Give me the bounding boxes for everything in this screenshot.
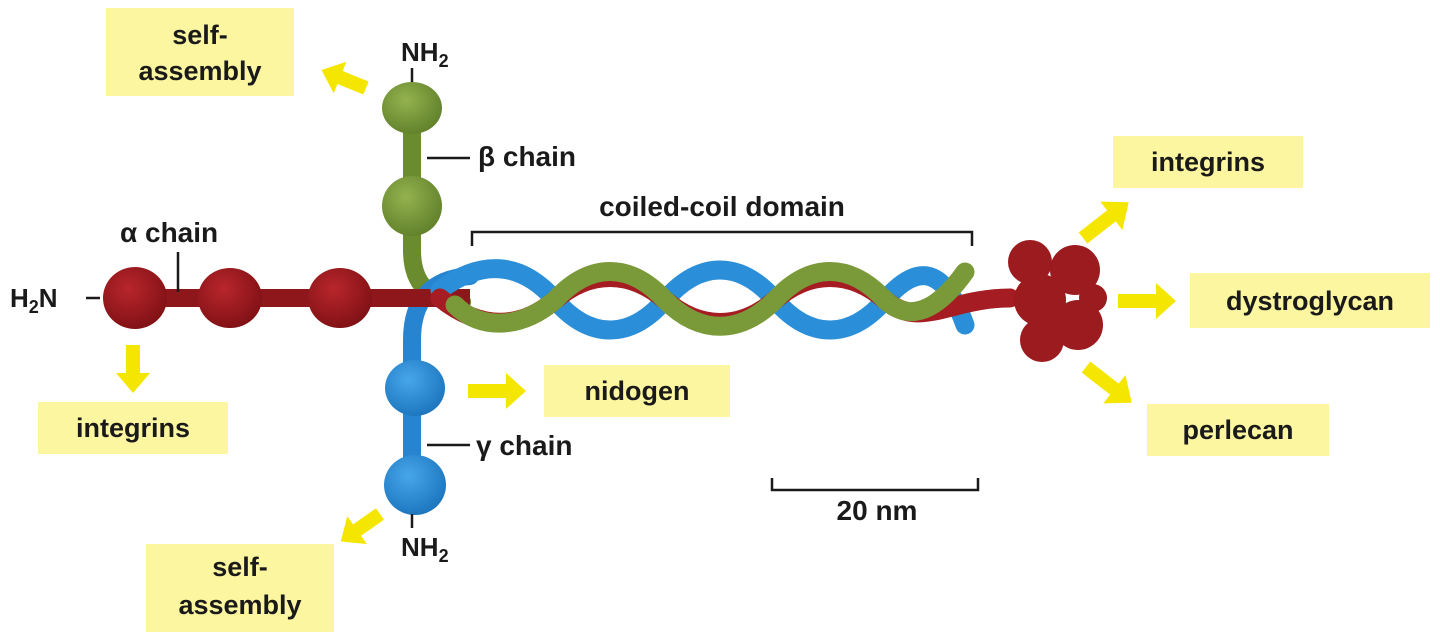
arrow-to-nidogen	[468, 373, 526, 409]
nh2-bottom-terminus: NH2	[401, 532, 449, 566]
beta-chain-label: β chain	[478, 141, 576, 172]
nidogen-label: nidogen	[585, 376, 690, 406]
label-box-nidogen: nidogen	[544, 365, 730, 417]
annotation-lines	[86, 68, 980, 528]
label-box-self-assembly-top: self- assembly	[106, 8, 294, 96]
nh2-top-terminus: NH2	[401, 37, 449, 71]
coiled-coil-strands	[430, 259, 1020, 340]
arrow-to-self-assembly-bottom	[340, 508, 385, 544]
alpha-chain-label: α chain	[120, 217, 218, 248]
arrow-to-perlecan	[1081, 361, 1132, 404]
perlecan-label: perlecan	[1182, 415, 1293, 445]
arrow-to-integrins-left	[116, 345, 150, 393]
arrow-to-dystroglycan	[1118, 283, 1176, 319]
scale-bar	[770, 478, 980, 492]
beta-chain	[382, 82, 471, 311]
self-assembly-top-line2: assembly	[138, 56, 261, 86]
gamma-globular-domain-1	[385, 360, 445, 416]
beta-globular-domain-2	[382, 176, 442, 236]
self-assembly-bottom-line1: self-	[212, 552, 268, 582]
label-box-self-assembly-bottom: self- assembly	[146, 544, 334, 632]
gamma-coil	[430, 259, 975, 340]
arrow-to-self-assembly-top	[321, 61, 369, 95]
arrow-to-integrins-right	[1078, 201, 1129, 244]
arrows	[116, 61, 1176, 544]
label-box-integrins-right: integrins	[1113, 136, 1303, 188]
integrins-right-label: integrins	[1151, 147, 1265, 177]
self-assembly-bottom-line2: assembly	[178, 590, 301, 620]
scale-bar-label: 20 nm	[837, 495, 918, 526]
label-box-dystroglycan: dystroglycan	[1190, 273, 1430, 328]
alpha-globular-domain-2	[198, 268, 262, 328]
beta-globular-domain-1	[382, 82, 442, 134]
self-assembly-top-line1: self-	[172, 20, 228, 50]
coiled-coil-domain-label: coiled-coil domain	[599, 191, 845, 222]
alpha-globular-domain-1	[103, 267, 167, 329]
alpha-globular-domain-3	[308, 268, 372, 328]
coiled-coil-bracket	[470, 230, 974, 246]
gamma-chain-label: γ chain	[476, 430, 572, 461]
gamma-globular-domain-2	[384, 455, 446, 515]
dystroglycan-label: dystroglycan	[1226, 286, 1394, 316]
alpha-lg-domains	[1008, 240, 1107, 362]
beta-coil	[445, 262, 975, 336]
label-box-integrins-left: integrins	[38, 402, 228, 454]
label-box-perlecan: perlecan	[1147, 404, 1329, 456]
alpha-chain	[103, 267, 470, 329]
h2n-terminus: H2N	[10, 283, 58, 317]
integrins-left-label: integrins	[76, 413, 190, 443]
